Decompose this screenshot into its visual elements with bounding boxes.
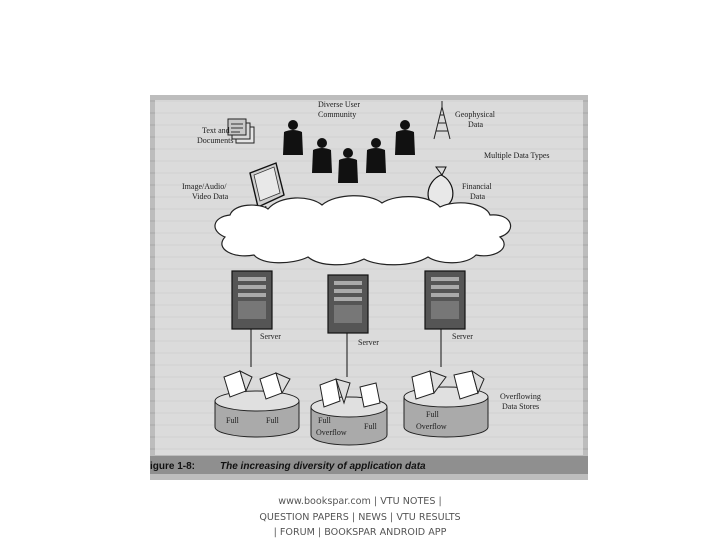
multiple-types-label: Multiple Data Types (484, 151, 550, 160)
image-av-label-1: Image/Audio/ (182, 182, 227, 191)
store-right-label-2: Overflow (416, 422, 447, 431)
store-middle-label-1: Full (318, 416, 332, 425)
text-docs-label-2: Documents (197, 136, 233, 145)
users-group-icon (283, 120, 415, 183)
store-middle-label-2: Overflow (316, 428, 347, 437)
text-docs-label-1: Text and (202, 126, 230, 135)
store-left-label-2: Full (266, 416, 280, 425)
data-store-right (403, 369, 489, 438)
geophysical-label-2: Data (468, 120, 484, 129)
footer-line-1: www.bookspar.com | VTU NOTES | (278, 496, 442, 507)
overflowing-label-1: Overflowing (500, 392, 541, 401)
caption-prefix: igure 1-8: (150, 461, 195, 472)
overflowing-label-2: Data Stores (502, 402, 539, 411)
footer-line-2: QUESTION PAPERS | NEWS | VTU RESULTS (259, 511, 461, 523)
data-store-middle (310, 378, 388, 446)
server-right-label: Server (452, 332, 473, 341)
store-middle-label-3: Full (364, 422, 378, 431)
diagram-svg: Text and Documents Diverse User Communit… (150, 95, 588, 480)
financial-label-1: Financial (462, 182, 493, 191)
server-left-label: Server (260, 332, 281, 341)
data-store-left (214, 370, 300, 438)
antenna-tower-icon (433, 101, 451, 140)
server-tower-left (231, 270, 273, 367)
server-tower-middle (327, 274, 369, 377)
store-right-label-1: Full (426, 410, 440, 419)
network-cloud-shape (214, 195, 512, 266)
image-av-label-2: Video Data (192, 192, 229, 201)
footer-text: www.bookspar.com | VTU NOTES | QUESTION … (200, 494, 520, 541)
financial-label-2: Data (470, 192, 486, 201)
server-middle-label: Server (358, 338, 379, 347)
user-community-label-2: Community (318, 110, 356, 119)
caption-title: The increasing diversity of application … (220, 461, 426, 472)
server-tower-right (424, 270, 466, 367)
figure-scan: Text and Documents Diverse User Communit… (150, 95, 588, 480)
geophysical-label-1: Geophysical (455, 110, 496, 119)
footer-line-3: | FORUM | BOOKSPAR ANDROID APP (273, 527, 447, 538)
user-community-label-1: Diverse User (318, 100, 360, 109)
caption-band (150, 456, 588, 474)
store-left-label-1: Full (226, 416, 240, 425)
documents-icon (227, 118, 255, 144)
